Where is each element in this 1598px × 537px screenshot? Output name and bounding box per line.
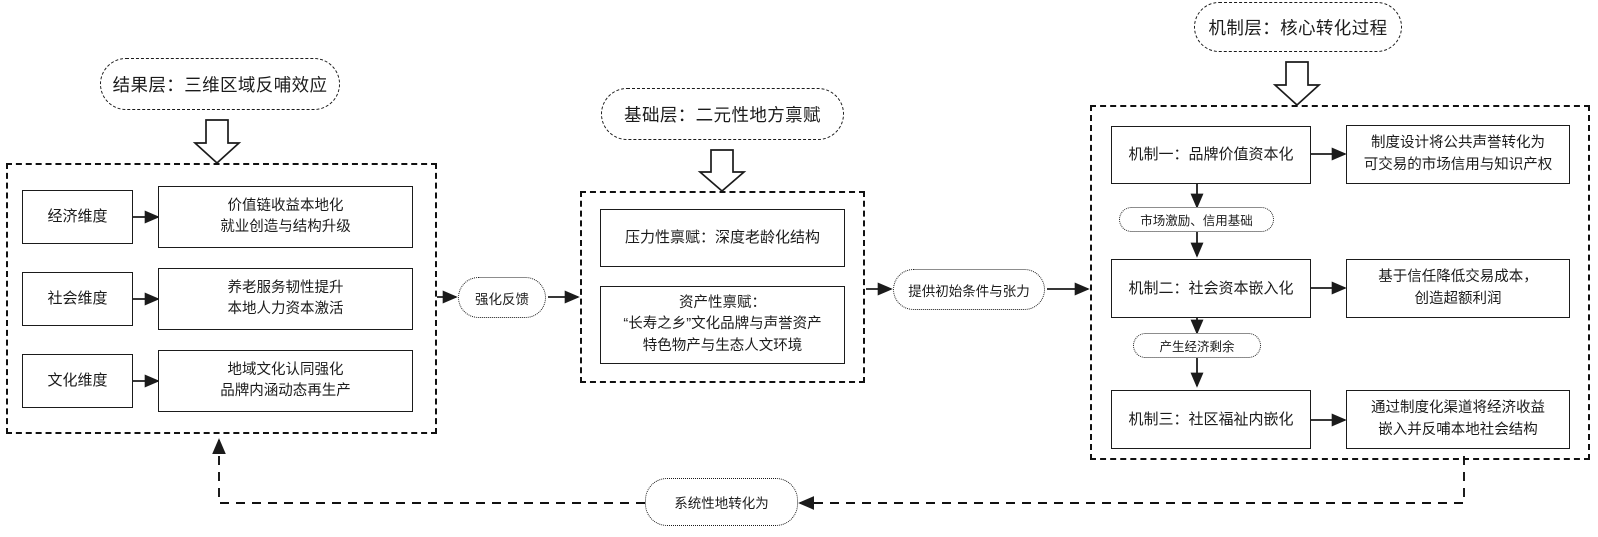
mechanism-outcome-2-line2: 创造超额利润 [1414, 290, 1502, 307]
mechanism-outcome-2-line1: 基于信任降低交易成本， [1378, 269, 1538, 286]
mechanism-outcome-1-line2: 可交易的市场信用与知识产权 [1363, 156, 1553, 173]
mechanism-layer-title: 机制层：核心转化过程 [1194, 2, 1402, 52]
outcome-dimension-cultural: 文化维度 [22, 354, 133, 408]
pressure-endowment-box: 压力性禀赋：深度老龄化结构 [600, 209, 845, 267]
connector-systemic-transform: 系统性地转化为 [645, 478, 798, 526]
outcome-effect-social: 养老服务韧性提升 本地人力资本激活 [158, 268, 413, 330]
mechanism-link-2: 产生经济剩余 [1133, 333, 1261, 358]
outcome-effect-economic-line2: 就业创造与结构升级 [220, 219, 351, 235]
outcome-effect-cultural-line2: 品牌内涵动态再生产 [220, 383, 351, 399]
mechanism-outcome-3: 通过制度化渠道将经济收益 嵌入并反哺本地社会结构 [1346, 390, 1570, 449]
block-arrow-mechanism [1272, 61, 1322, 107]
outcome-effect-social-line2: 本地人力资本激活 [227, 301, 344, 317]
feedback-path-right [798, 456, 1465, 510]
mechanism-box-3: 机制三：社区福祉内嵌化 [1111, 390, 1311, 449]
asset-endowment-line2: “长寿之乡”文化品牌与声誉资产 [623, 316, 822, 333]
outcome-dimension-economic: 经济维度 [22, 190, 133, 244]
mechanism-box-1: 机制一：品牌价值资本化 [1111, 126, 1311, 184]
outcome-effect-economic-line1: 价值链收益本地化 [227, 197, 344, 214]
mechanism-link-1: 市场激励、信用基础 [1119, 207, 1274, 232]
outcome-panel [6, 163, 437, 434]
outcome-effect-cultural-line1: 地域文化认同强化 [227, 361, 344, 378]
block-arrow-outcome [192, 119, 242, 165]
asset-endowment-line1: 资产性禀赋： [679, 295, 766, 312]
asset-endowment-line3: 特色物产与生态人文环境 [642, 337, 803, 354]
outcome-effect-social-line1: 养老服务韧性提升 [227, 279, 344, 296]
mechanism-outcome-2: 基于信任降低交易成本， 创造超额利润 [1346, 259, 1570, 318]
connector-reinforcing-feedback: 强化反馈 [458, 277, 546, 318]
outcome-effect-economic: 价值链收益本地化 就业创造与结构升级 [158, 186, 413, 248]
mechanism-outcome-1: 制度设计将公共声誉转化为 可交易的市场信用与知识产权 [1346, 125, 1570, 184]
mechanism-panel [1090, 105, 1590, 460]
connector-initial-conditions: 提供初始条件与张力 [893, 269, 1045, 310]
mechanism-outcome-3-line1: 通过制度化渠道将经济收益 [1371, 400, 1545, 417]
outcome-dimension-social: 社会维度 [22, 272, 133, 326]
mechanism-outcome-1-line1: 制度设计将公共声誉转化为 [1371, 135, 1545, 152]
foundation-panel [580, 191, 865, 383]
asset-endowment-box: 资产性禀赋： “长寿之乡”文化品牌与声誉资产 特色物产与生态人文环境 [600, 286, 845, 364]
block-arrow-foundation [697, 149, 747, 193]
mechanism-box-2: 机制二：社会资本嵌入化 [1111, 259, 1311, 318]
mechanism-outcome-3-line2: 嵌入并反哺本地社会结构 [1378, 421, 1538, 438]
outcome-effect-cultural: 地域文化认同强化 品牌内涵动态再生产 [158, 350, 413, 412]
feedback-path-left [212, 438, 645, 504]
outcome-layer-title: 结果层：三维区域反哺效应 [100, 58, 340, 110]
foundation-layer-title: 基础层：二元性地方禀赋 [601, 88, 844, 140]
